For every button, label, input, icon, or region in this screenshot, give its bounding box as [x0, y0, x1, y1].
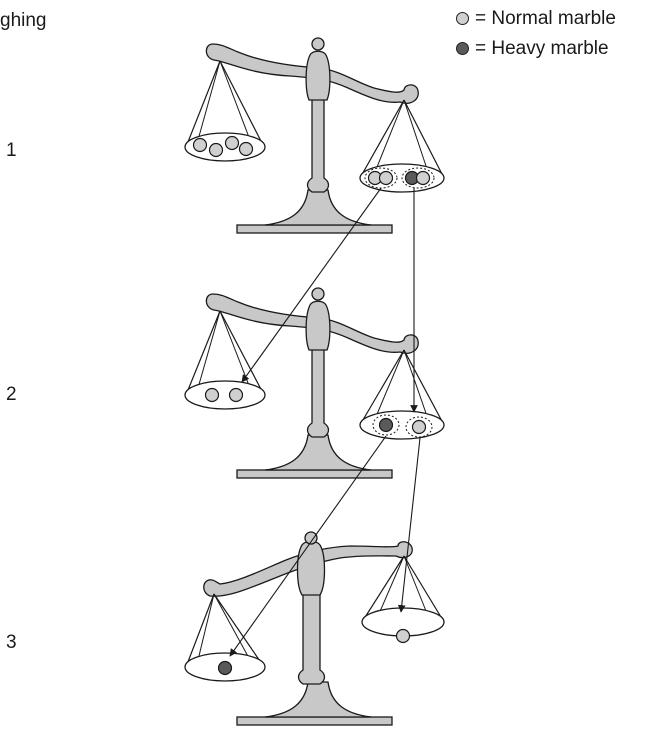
- heavy-marble: [217, 660, 233, 676]
- marble: [192, 137, 208, 153]
- arrow-2-heavy-to-left: [229, 435, 387, 657]
- step-label-3: 3: [6, 632, 17, 653]
- header-fragment: ghing: [0, 10, 47, 31]
- legend-heavy-label: = Heavy marble: [475, 38, 609, 59]
- scale-1: [184, 37, 445, 234]
- group-outline: [401, 167, 435, 189]
- scale-1-base: [236, 224, 393, 234]
- group-outline: [405, 416, 433, 438]
- marble: [378, 170, 394, 186]
- heavy-marble-icon: [456, 42, 469, 55]
- legend-normal-label: = Normal marble: [475, 8, 616, 29]
- step-label-2: 2: [6, 384, 17, 405]
- legend-normal: = Normal marble: [456, 8, 616, 30]
- scale-2: [184, 287, 445, 479]
- scale-3: [184, 531, 445, 726]
- marble: [411, 419, 427, 435]
- group-outline: [372, 414, 400, 436]
- marble: [238, 141, 254, 157]
- marble: [395, 628, 411, 644]
- marble: [415, 170, 431, 186]
- marble: [224, 135, 240, 151]
- scale-1-foot: [264, 189, 372, 226]
- heavy-marble: [378, 417, 394, 433]
- marble: [208, 142, 224, 158]
- arrow-2-normal-to-right: [397, 437, 421, 613]
- normal-marble-icon: [456, 12, 469, 25]
- arrow-1-normals-to-left: [241, 187, 382, 383]
- legend-heavy: = Heavy marble: [456, 38, 609, 60]
- scale-2-left-pan: [184, 380, 266, 410]
- scale-1-pillar: [306, 94, 330, 193]
- transfer-arrows: [229, 187, 421, 657]
- marble: [228, 387, 244, 403]
- marble: [204, 387, 220, 403]
- step-label-1: 1: [6, 140, 17, 161]
- scale-1-column: [305, 50, 331, 101]
- scale-1-knob: [311, 37, 325, 51]
